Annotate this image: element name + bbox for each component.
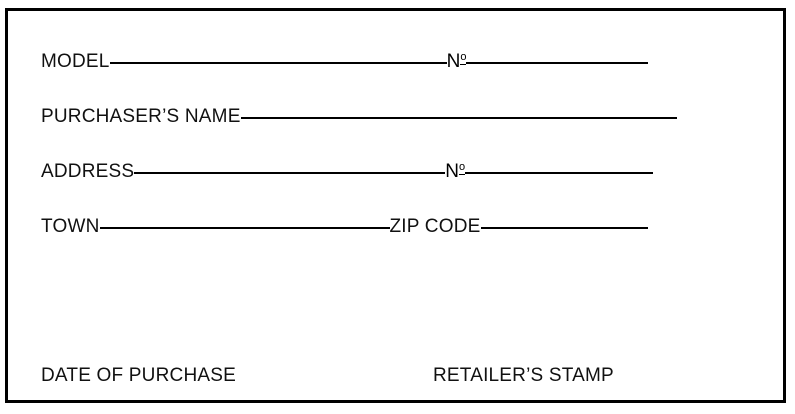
retailers-stamp-label: RETAILER’S STAMP: [433, 365, 614, 386]
field-row-model: MODEL No: [41, 49, 649, 79]
numero-sign-address: No: [445, 159, 466, 185]
model-input[interactable]: [109, 62, 447, 64]
date-of-purchase-label: DATE OF PURCHASE: [41, 365, 236, 386]
numero-sign-model: No: [447, 49, 467, 75]
model-label: MODEL: [41, 51, 110, 72]
field-row-town: TOWN ZIP CODE: [41, 214, 648, 244]
purchasers-name-input[interactable]: [240, 117, 677, 119]
address-input[interactable]: [134, 172, 446, 174]
model-number-input[interactable]: [466, 62, 649, 64]
numero-ordinal: o: [460, 51, 467, 65]
address-label: ADDRESS: [41, 161, 135, 182]
town-input[interactable]: [99, 227, 390, 229]
numero-letter: N: [446, 51, 461, 72]
numero-letter: N: [445, 161, 459, 182]
warranty-card-border: MODEL No PURCHASER’S NAME ADDRESS No TOW…: [5, 8, 786, 403]
zip-code-label: ZIP CODE: [389, 216, 481, 237]
numero-ordinal: o: [459, 161, 466, 175]
town-label: TOWN: [41, 216, 100, 237]
purchasers-name-label: PURCHASER’S NAME: [41, 106, 241, 127]
address-number-input[interactable]: [465, 172, 654, 174]
field-row-purchasers-name: PURCHASER’S NAME: [41, 104, 677, 134]
zip-code-input[interactable]: [480, 227, 648, 229]
field-row-address: ADDRESS No: [41, 159, 654, 189]
